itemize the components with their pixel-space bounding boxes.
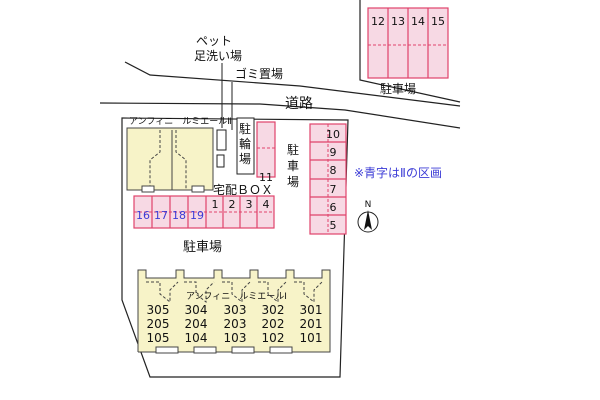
unit-204: 204 bbox=[185, 317, 208, 331]
space-11: 11 bbox=[259, 171, 273, 184]
bike-parking-label-3: 場 bbox=[239, 152, 251, 166]
space-6: 6 bbox=[330, 201, 337, 214]
parking-right-label-2: 車 bbox=[287, 159, 299, 173]
parking-column-right: 10 9 8 7 6 5 bbox=[309, 123, 347, 235]
space-18: 18 bbox=[172, 209, 186, 222]
building-i: アンフィニ ルミエールⅠ bbox=[137, 269, 331, 354]
space-7: 7 bbox=[330, 183, 337, 196]
space-13: 13 bbox=[391, 15, 405, 28]
parking-top-label: 駐車場 bbox=[380, 81, 416, 96]
space-4: 4 bbox=[263, 198, 270, 211]
bike-parking-label-2: 輪 bbox=[239, 136, 251, 151]
building-ii: アンフィニ ルミエールⅡ bbox=[126, 117, 232, 193]
unit-305: 305 bbox=[147, 303, 170, 317]
garbage-station bbox=[216, 154, 225, 168]
unit-202: 202 bbox=[262, 317, 285, 331]
space-19: 19 bbox=[190, 209, 204, 222]
pet-wash-station bbox=[216, 129, 227, 151]
unit-103: 103 bbox=[224, 331, 247, 345]
space-2: 2 bbox=[229, 198, 236, 211]
space-14: 14 bbox=[411, 15, 425, 28]
parking-main-label: 駐車場 bbox=[183, 240, 222, 255]
unit-104: 104 bbox=[185, 331, 208, 345]
space-16: 16 bbox=[136, 209, 150, 222]
unit-304: 304 bbox=[185, 303, 208, 317]
unit-302: 302 bbox=[262, 303, 285, 317]
space-15: 15 bbox=[431, 15, 445, 28]
space-17: 17 bbox=[154, 209, 168, 222]
space-10: 10 bbox=[326, 128, 340, 141]
unit-203: 203 bbox=[224, 317, 247, 331]
parking-lot-top-boundary bbox=[359, 0, 461, 103]
road-edge-upper bbox=[124, 61, 461, 107]
space-3: 3 bbox=[246, 198, 253, 211]
building-i-footprint bbox=[137, 269, 331, 353]
building-i-name: アンフィニ ルミエールⅠ bbox=[186, 292, 287, 302]
unit-numbers: 305 304 303 302 301 205 204 203 202 201 … bbox=[147, 303, 323, 345]
unit-101: 101 bbox=[300, 331, 323, 345]
unit-201: 201 bbox=[300, 317, 323, 331]
building-ii-name: アンフィニ ルミエールⅡ bbox=[129, 117, 232, 127]
unit-102: 102 bbox=[262, 331, 285, 345]
parking-lot-top: 12 13 14 15 駐車場 bbox=[359, 0, 461, 103]
delivery-box-label: 宅配ＢＯＸ bbox=[213, 182, 273, 197]
unit-301: 301 bbox=[300, 303, 323, 317]
pet-wash-label-2: 足洗い場 bbox=[194, 49, 242, 63]
unit-105: 105 bbox=[147, 331, 170, 345]
pet-wash-label-1: ペット bbox=[196, 34, 232, 48]
north-label: N bbox=[365, 200, 372, 210]
unit-205: 205 bbox=[147, 317, 170, 331]
parking-right-label-3: 場 bbox=[287, 175, 299, 189]
space-1: 1 bbox=[212, 198, 219, 211]
note-label: ※青字はⅡの区画 bbox=[354, 165, 442, 180]
space-9: 9 bbox=[330, 146, 337, 159]
space-8: 8 bbox=[330, 164, 337, 177]
unit-303: 303 bbox=[224, 303, 247, 317]
building-ii-footprint bbox=[126, 127, 214, 191]
north-arrow: N bbox=[357, 200, 379, 233]
space-12: 12 bbox=[371, 15, 385, 28]
road-label: 道路 bbox=[285, 96, 313, 112]
parking-right-label-1: 駐 bbox=[287, 142, 299, 157]
bike-parking bbox=[236, 117, 255, 175]
garbage-label: ゴミ置場 bbox=[235, 66, 283, 81]
parking-space-11 bbox=[256, 121, 276, 178]
bike-parking-label-1: 駐 bbox=[239, 121, 251, 136]
road-edge-lower bbox=[99, 102, 461, 129]
space-5: 5 bbox=[330, 219, 337, 232]
parking-row: 16 17 18 19 1 2 3 4 bbox=[133, 195, 275, 229]
